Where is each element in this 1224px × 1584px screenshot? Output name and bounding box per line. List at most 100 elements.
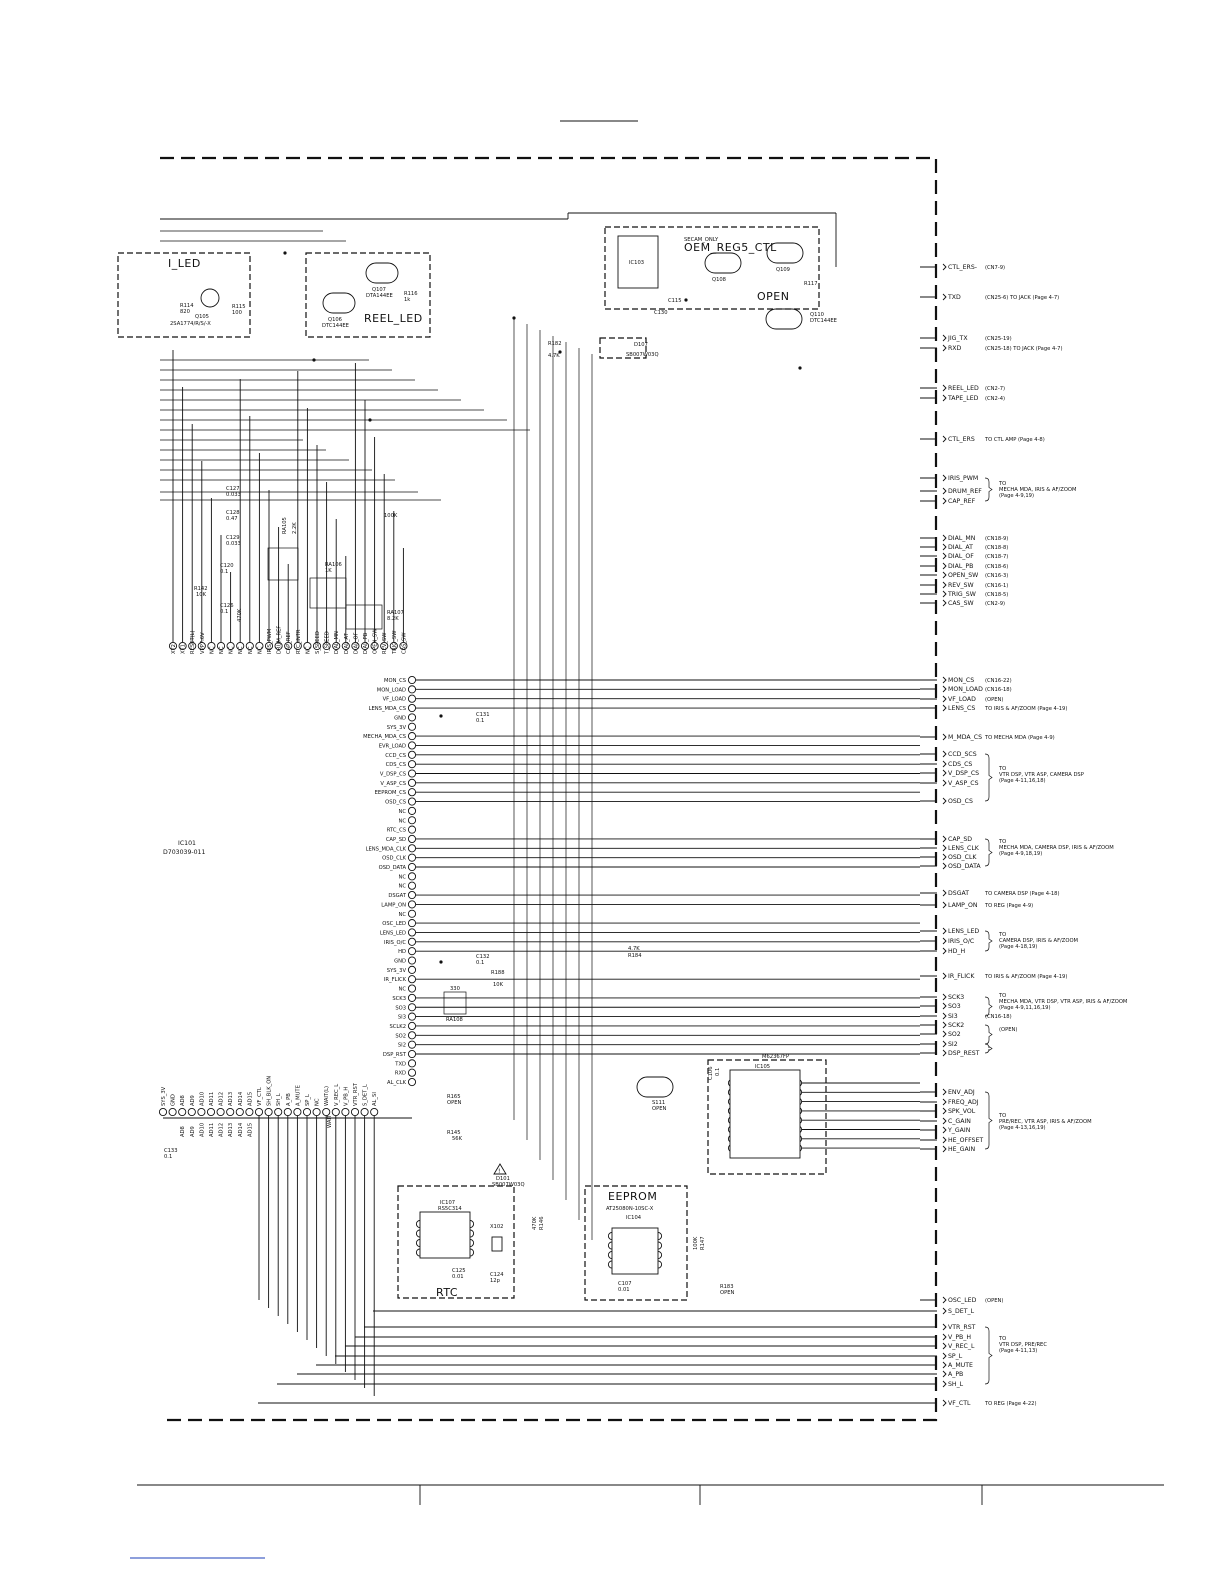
ic101-bottom-pin: NC — [315, 1098, 321, 1106]
connector-arrow — [942, 797, 947, 805]
svg-text:0.01: 0.01 — [452, 1274, 464, 1280]
connector-arrow — [942, 562, 947, 570]
ic101-left-pin: S_SPEED — [315, 631, 321, 654]
ic101-right-pin: DSP_RST — [383, 1052, 407, 1058]
svg-text:SB007W03Q: SB007W03Q — [626, 352, 659, 358]
ra105-array — [267, 547, 299, 581]
x102-crystal — [491, 1236, 503, 1252]
svg-text:0.1: 0.1 — [220, 569, 228, 575]
ic101-left-pin: CAP_REF — [286, 631, 292, 654]
ic101-right-pin: OSD_DATA — [379, 865, 407, 871]
svg-text:Q106: Q106 — [328, 317, 342, 323]
svg-text:C106: C106 — [708, 1066, 714, 1080]
connector-arrow — [942, 937, 947, 945]
ic101-right-pin: MON_CS — [384, 678, 406, 684]
svg-text:IC105: IC105 — [755, 1064, 770, 1070]
group-note: (OPEN) — [999, 1027, 1017, 1033]
svg-text:Q108: Q108 — [712, 277, 726, 283]
label-layer: CTL_ERS-(CN7-9)TXD(CN25-6) TO JACK (Page… — [161, 264, 1127, 1407]
connector-label: Y_GAIN — [947, 1127, 971, 1134]
q106-transistor — [322, 292, 356, 314]
ic101-bottom-pin: VTR_RST — [353, 1082, 359, 1106]
connector-label: HE_GAIN — [948, 1146, 976, 1153]
ic101-bottom-pin: AD14 — [238, 1091, 244, 1106]
ic101-left-pin: REV_SW — [382, 633, 388, 654]
svg-text:RA108: RA108 — [446, 1017, 463, 1023]
connector-label: REEL_LED — [948, 385, 979, 392]
ic101-right-pin: EEPROM_CS — [375, 790, 406, 796]
svg-text:4.7K: 4.7K — [548, 353, 560, 359]
connector-note: (CN2-4) — [985, 396, 1005, 402]
connector-arrow — [942, 695, 947, 703]
group-note: (Page 4-18,19) — [999, 944, 1037, 950]
connector-label: IR_FLICK — [948, 973, 975, 980]
q108-transistor — [704, 252, 742, 274]
connector-label: SO3 — [948, 1003, 961, 1010]
svg-text:RA105: RA105 — [282, 517, 288, 534]
ic101-right-pin: MON_LOAD — [377, 687, 406, 693]
ic101-right-pin: RTC_CS — [387, 828, 406, 834]
svg-text:IC107: IC107 — [440, 1200, 455, 1206]
ic101-right-pin: NC — [398, 884, 406, 890]
ra106-array — [309, 577, 347, 609]
group-note: MECHA MDA, IRIS & AF/ZOOM — [999, 487, 1076, 493]
connector-label: M_MDA_CS — [948, 734, 982, 741]
svg-text:C133: C133 — [164, 1148, 178, 1154]
q107-transistor — [365, 262, 399, 284]
svg-text:8.2K: 8.2K — [387, 616, 399, 622]
connector-arrow — [942, 1307, 947, 1315]
group-note: PRE/REC, VTR ASP, IRIS & AF/ZOOM — [999, 1119, 1092, 1125]
connector-arrow — [942, 1352, 947, 1360]
connector-arrow — [942, 927, 947, 935]
connector-label: SH_L — [948, 1381, 964, 1388]
connector-label: HD_H — [948, 948, 966, 955]
connector-label: DRUM_REF — [948, 488, 982, 495]
group-brace — [984, 1326, 993, 1385]
ic101-bottom-pin: AD15 — [247, 1092, 253, 1106]
svg-text:C125: C125 — [452, 1268, 466, 1274]
group-brace — [984, 930, 993, 952]
ic101-left-pin: NC — [219, 646, 225, 654]
connector-arrow — [942, 474, 947, 482]
connector-arrow — [942, 1296, 947, 1304]
connector-label: CTL_ERS — [948, 436, 975, 443]
svg-text:D107: D107 — [634, 342, 648, 348]
svg-text:R142: R142 — [194, 586, 208, 592]
ic101-right-pin: OSD_CLK — [382, 856, 406, 862]
svg-text:1k: 1k — [404, 297, 410, 303]
connector-arrow — [942, 889, 947, 897]
connector-arrow — [942, 263, 947, 271]
ic101-bottom-pin: AD9 — [190, 1095, 196, 1106]
svg-text:Q110: Q110 — [810, 312, 824, 318]
svg-text:C120: C120 — [220, 563, 234, 569]
svg-text:SECAM_ONLY: SECAM_ONLY — [684, 237, 719, 243]
connector-label: V_PB_H — [948, 1334, 971, 1341]
group-note: (Page 4-11,13) — [999, 1348, 1037, 1354]
ic101-left-pin: CAS_SW — [401, 633, 407, 654]
connector-arrow — [942, 1342, 947, 1350]
ic101-right-pin: OSD_CS — [385, 800, 406, 806]
ic101-right-pin: NC — [398, 987, 406, 993]
svg-text:0.1: 0.1 — [476, 718, 484, 724]
bus-label: AD12 — [219, 1123, 225, 1137]
connector-label: IRIS_PWM — [948, 475, 978, 482]
connector-note: (CN16-22) — [985, 678, 1012, 684]
connector-arrow — [942, 1040, 947, 1048]
connector-arrow — [942, 1012, 947, 1020]
ra108-array — [443, 991, 467, 1015]
led-block — [117, 252, 251, 338]
connector-arrow — [942, 901, 947, 909]
reel-led-block — [305, 252, 431, 338]
d107-box — [599, 337, 647, 359]
ra107-array — [345, 604, 383, 630]
connector-arrow — [942, 293, 947, 301]
ic101-left-pin: NC — [305, 646, 311, 654]
group-note: (Page 4-13,16,19) — [999, 1125, 1046, 1131]
ic101-right-pin: RXD — [395, 1071, 406, 1077]
connector-arrow — [942, 1107, 947, 1115]
ic101-right-pin: SCK3 — [392, 996, 406, 1002]
svg-text:R115: R115 — [232, 304, 246, 310]
group-brace — [984, 996, 993, 1017]
ic101-left-pin: OPEN_SW — [373, 629, 379, 654]
connector-label: SCK2 — [948, 1022, 964, 1029]
